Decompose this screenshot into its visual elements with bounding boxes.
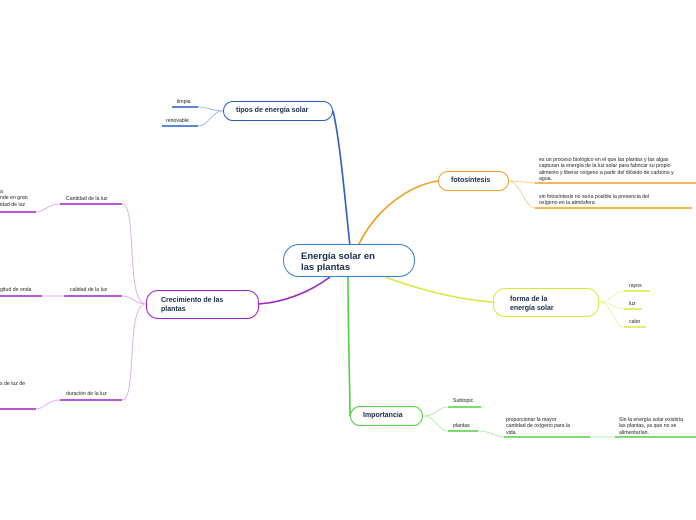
connector-renovable [197,110,224,127]
connector-cut1 [35,203,61,213]
central-topic[interactable]: Energía solar en las plantas [283,244,415,277]
connector-sub1 [477,430,505,438]
note-fotosintesis-definition[interactable]: es un proceso biológico en el que las pl… [539,157,674,183]
connector-importancia [347,276,351,417]
connector-calidad [121,295,147,305]
central-topic-line1: Energía solar en [301,251,375,262]
connector-tipos [332,110,351,247]
note-line: capturan la energía de la luz solar para… [539,163,671,170]
note-line: alimento y liberar oxígeno a partir del … [539,169,674,176]
connector-calor [598,301,625,328]
topic-forma-line1: forma de la [510,296,548,303]
note-line: sin fotosíntesis no sería posible la pre… [539,194,650,200]
note-line: las plantas, ya que no se [619,423,677,430]
central-topic-line2: las plantas [301,262,351,273]
topic-forma-energia[interactable]: forma de la energía solar [493,288,599,317]
subtopic-renovable[interactable]: renovable [166,118,189,124]
note-sin-energia-solar[interactable]: Sin la energía solar existiría las plant… [619,417,683,436]
subtopic-rayos[interactable]: rayos [629,283,642,289]
subtopic-calor[interactable]: calor [629,319,641,325]
subtopic-luz[interactable]: luz [629,301,636,307]
note-line: vida. [506,429,517,436]
note-line: proporcionar la mayor [506,417,557,423]
subtopic-calidad-luz[interactable]: calidad de la luz [70,287,108,293]
subtopic-limpia[interactable]: limpia [177,99,191,105]
note-line: oxígeno en la atmósfera [539,200,595,207]
connector-rayos [598,290,625,303]
note-fotosintesis-oxygen[interactable]: sin fotosíntesis no sería posible la pre… [539,194,649,207]
note-line: cantidad de oxígeno para la [506,423,571,430]
connector-cut3 [35,399,61,410]
connector-duracion [121,303,147,401]
topic-crecimiento[interactable]: Crecimiento de las plantas [146,290,259,319]
note-line: es un proceso biológico en el que las pl… [539,157,669,163]
topic-tipos-label: tipos de energía solar [236,107,309,114]
note-line: idad de luz [0,201,26,208]
topic-crecimiento-line1: Crecimiento de las [161,297,224,304]
connector-forma [384,276,494,303]
connector-crecimiento [258,276,331,305]
connector-plantas [422,415,449,432]
note-line: Sin la energía solar existiría [619,417,684,423]
connector-fotosintesis [357,180,439,247]
connector-cantidad [121,203,147,305]
subtopic-plantas[interactable]: plantas [453,423,470,429]
note-line: nde en gran [0,195,28,202]
topic-tipos[interactable]: tipos de energía solar [223,101,333,121]
subtopic-cantidad-luz[interactable]: Cantidad de la luz [66,196,108,202]
topic-fotosintesis[interactable]: fotosíntesis [438,171,509,191]
note-line: a [0,189,3,195]
topic-importancia-label: Importancia [363,412,403,419]
subtopic-duracion-luz[interactable]: duración de la luz [66,391,107,397]
note-calidad-cut[interactable]: gitud de onda [0,287,32,293]
connector-foto-note1 [508,180,536,184]
note-proporcionar-oxigeno[interactable]: proporcionar la mayor cantidad de oxígen… [506,417,570,436]
connector-foto-note2 [508,180,536,209]
subtopic-generic[interactable]: Subtopic [453,398,474,404]
note-line: agua. [539,176,552,183]
topic-importancia[interactable]: Importancia [350,406,423,426]
topic-fotosintesis-label: fotosíntesis [451,177,491,184]
note-duracion-cut[interactable]: s de luz de [0,381,26,387]
connector-subtopic [422,406,449,417]
topic-crecimiento-line2: plantas [161,306,186,313]
note-cantidad-cut[interactable]: a nde en gran idad de luz [0,189,28,208]
topic-forma-line2: energía solar [510,305,554,312]
connector-limpia [197,106,224,112]
note-line: alimentarían. [619,429,649,436]
